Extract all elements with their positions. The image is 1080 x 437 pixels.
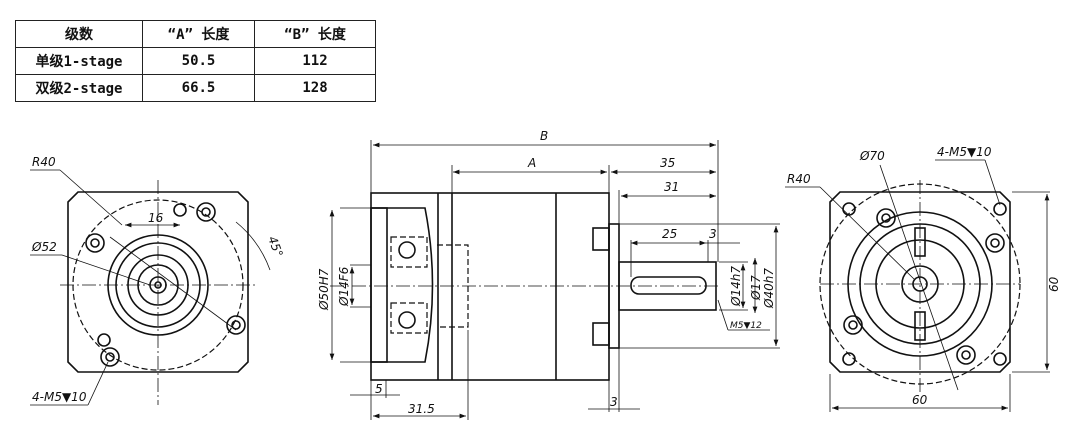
cell: 112 [254,47,376,75]
header-a-length: “A” 长度 [142,20,255,48]
dim-31-5: 31.5 [408,402,435,416]
input-end-view: R40 Ø52 16 45° 4-M5▼10 [30,155,286,406]
dim-b: B [540,129,548,143]
table-row: 双级2-stage 66.5 128 [15,74,376,102]
radius-label: R40 [787,172,811,186]
dim-pilot: Ø50H7 [317,268,331,311]
angle-label: 45° [265,234,285,259]
dim-shaft: Ø14h7 [729,266,743,307]
width-label: 60 [912,393,928,407]
dim-5: 5 [375,382,383,396]
dim-a: A [527,156,536,170]
dim-spigot: Ø40h7 [762,268,776,309]
dim-3-flange: 3 [610,395,618,409]
dim-35: 35 [660,156,675,170]
thread-label: 4-M5▼10 [32,390,87,404]
cell: 双级2-stage [15,74,143,102]
dim-bore: Ø14F6 [337,266,351,307]
header-stage: 级数 [15,20,143,48]
width-label: 16 [148,211,164,225]
table-row: 单级1-stage 50.5 112 [15,47,376,75]
stage-length-table: 级数 “A” 长度 “B” 长度 单级1-stage 50.5 112 双级2-… [15,20,376,102]
dim-shoulder: Ø17 [749,275,763,301]
output-end-view: R40 Ø70 4-M5▼10 60 60 [785,145,1061,412]
dim-3-key: 3 [709,227,717,241]
dim-31: 31 [664,180,679,194]
table-header-row: 级数 “A” 长度 “B” 长度 [15,20,376,48]
height-label: 60 [1047,276,1061,292]
cell: 66.5 [142,74,255,102]
dim-25: 25 [662,227,677,241]
pcd-label: Ø70 [859,149,885,163]
cell: 单级1-stage [15,47,143,75]
radius-label: R40 [32,155,56,169]
cell: 128 [254,74,376,102]
tap-label: M5▼12 [730,321,762,331]
side-view: B A 35 31 25 3 5 31.5 3 Ø50H7 Ø14F6 Ø14h… [317,129,780,420]
diameter-label: Ø52 [31,240,57,254]
thread-label: 4-M5▼10 [937,145,992,159]
